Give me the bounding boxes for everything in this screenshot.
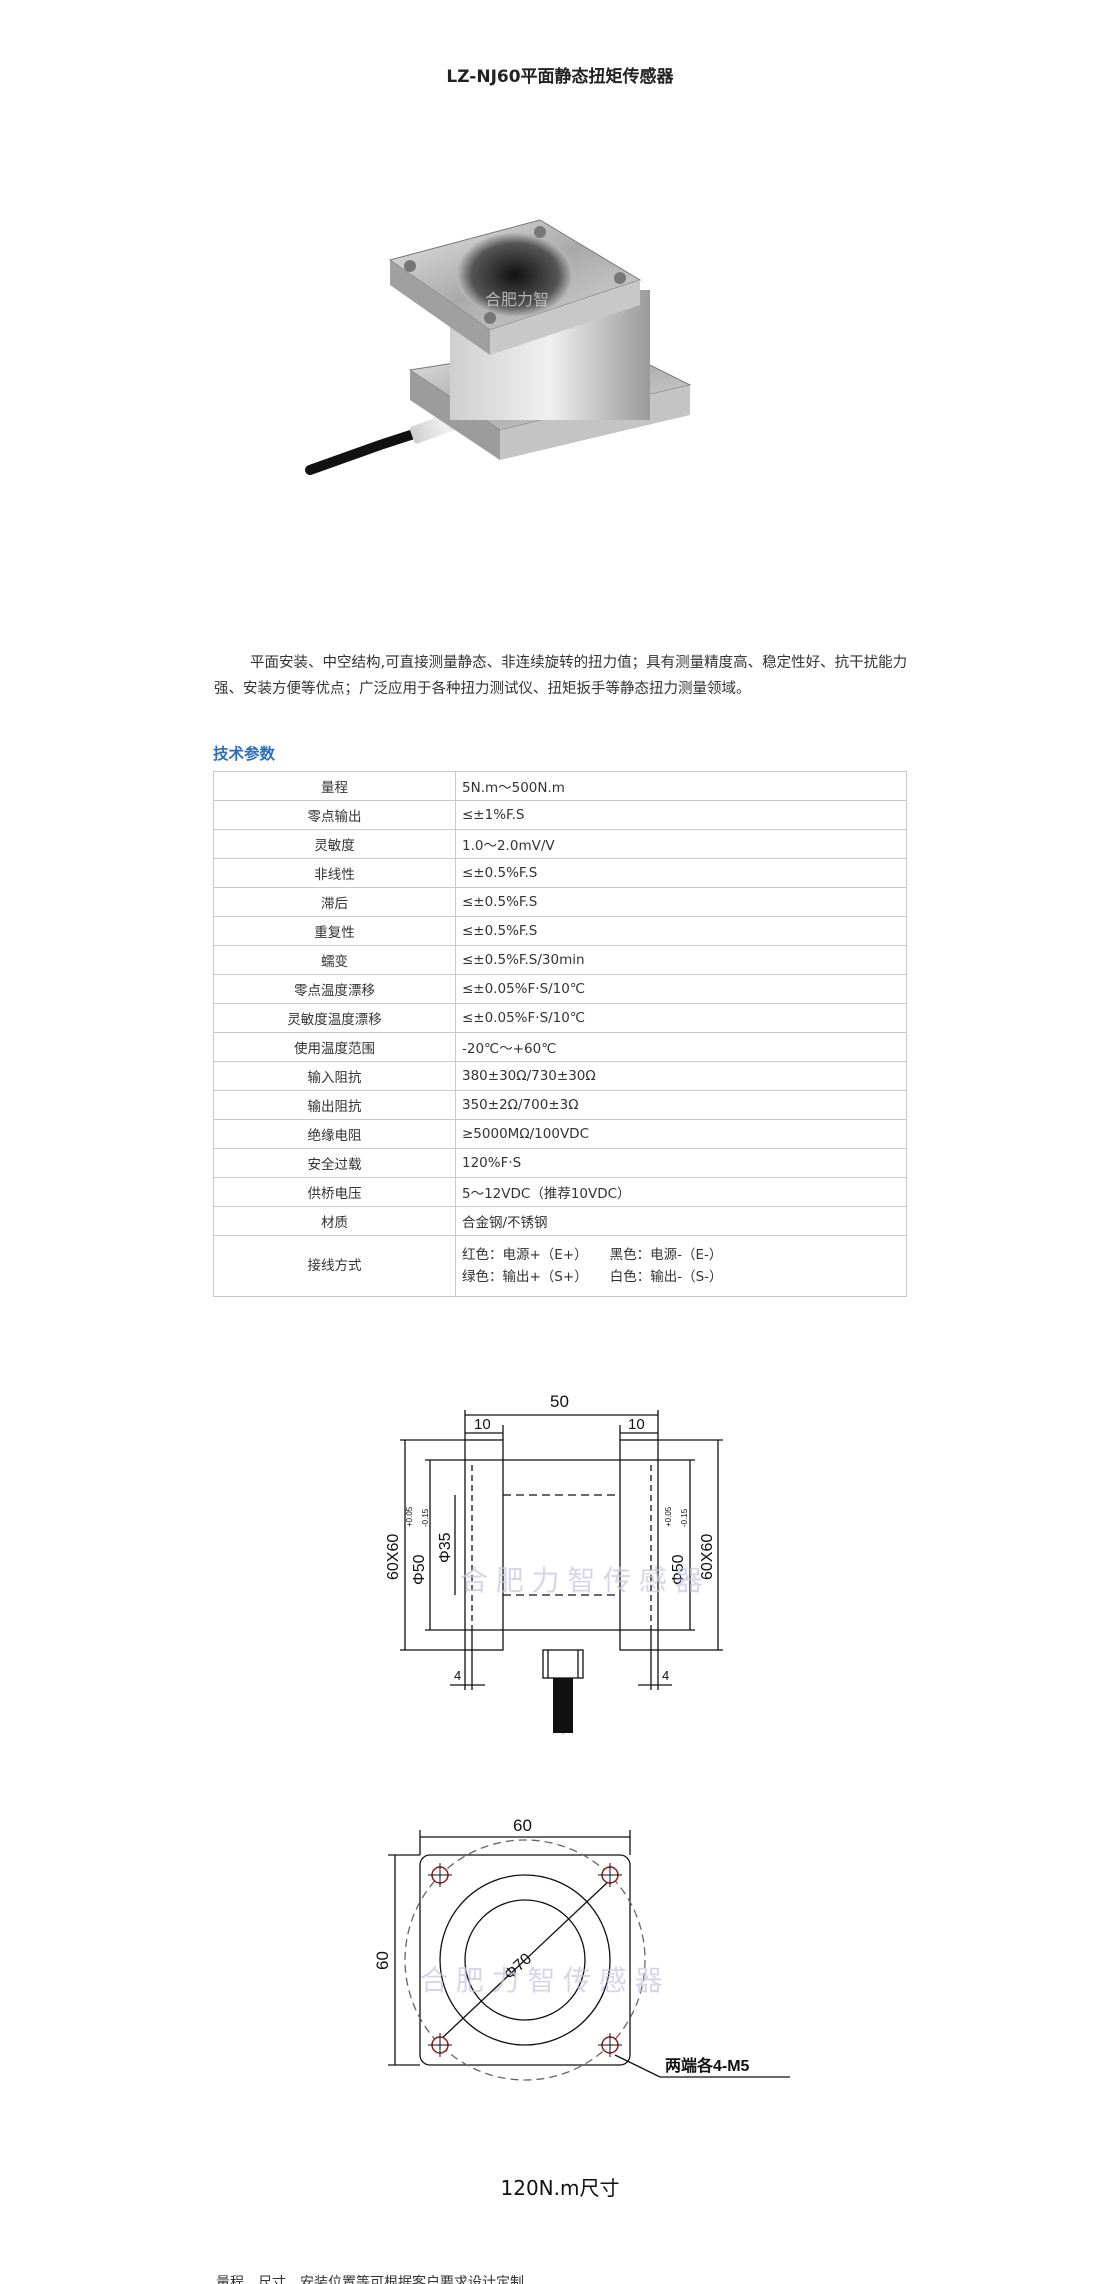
spec-key: 绝缘电阻 (213, 1119, 456, 1149)
spec-value: 5～12VDC（推荐10VDC） (455, 1177, 907, 1207)
spec-key: 材质 (213, 1206, 456, 1236)
spec-key: 重复性 (213, 916, 456, 946)
section-heading: 技术参数 (213, 745, 276, 763)
tol-minus-left: -0.15 (421, 1508, 430, 1527)
spec-value: ≤±1%F.S (455, 800, 907, 830)
spec-value: 合金钢/不锈钢 (455, 1206, 907, 1236)
table-row: 使用温度范围-20℃～+60℃ (213, 1032, 907, 1062)
spec-value: 1.0～2.0mV/V (455, 829, 907, 859)
spec-value: ≤±0.5%F.S (455, 858, 907, 888)
spec-key: 量程 (213, 771, 456, 801)
holes-note: 两端各4-M5 (665, 2056, 750, 2075)
dim-top-width: 60 (513, 1816, 532, 1835)
spec-value: ≤±0.5%F.S/30min (455, 945, 907, 975)
wire-white: 白色：输出-（S-） (609, 1269, 723, 1285)
table-row: 灵敏度温度漂移≤±0.05%F·S/10℃ (213, 1003, 907, 1033)
wire-red: 红色：电源+（E+） (462, 1247, 588, 1263)
spec-key: 使用温度范围 (213, 1032, 456, 1062)
dim-bottom-right: 4 (662, 1668, 669, 1683)
drawing-caption: 120N.m尺寸 (500, 2176, 620, 2200)
drawing-watermark: 合 肥 力 智 传 感 器 (460, 1565, 703, 1596)
spec-key: 灵敏度 (213, 829, 456, 859)
spec-key: 供桥电压 (213, 1177, 456, 1207)
spec-key: 滞后 (213, 887, 456, 917)
spec-key: 输入阻抗 (213, 1061, 456, 1091)
table-row: 零点温度漂移≤±0.05%F·S/10℃ (213, 974, 907, 1004)
spec-value: 120%F·S (455, 1148, 907, 1178)
dim-outer-right: 60X60 (699, 1534, 716, 1580)
spec-key: 蠕变 (213, 945, 456, 975)
page-title: LZ-NJ60平面静态扭矩传感器 (446, 67, 674, 87)
top-view-drawing: 60 60 Φ70 两端各4-M5 合 肥 力 智 传 感 器 (373, 1816, 790, 2081)
spec-value: 350±2Ω/700±3Ω (455, 1090, 907, 1120)
table-row: 接线方式 红色：电源+（E+） 黑色：电源-（E-） 绿色：输出+（S+） 白色：输… (213, 1235, 907, 1297)
tol-plus-right: +0.05 (664, 1506, 673, 1527)
dim-overall-length: 50 (550, 1392, 569, 1411)
dim-right-flange: 10 (628, 1416, 645, 1433)
spec-value: ≤±0.5%F.S (455, 916, 907, 946)
photo-watermark: 合肥力智 (485, 291, 549, 309)
spec-value: ≥5000MΩ/100VDC (455, 1119, 907, 1149)
dim-bottom-left: 4 (454, 1668, 461, 1683)
side-view-drawing: 50 10 10 60X60 Φ50 +0.05 -0.15 Φ35 Φ50 +… (385, 1392, 723, 1735)
product-photo: 合肥力智 (305, 219, 692, 475)
dim-bore: Φ35 (437, 1532, 454, 1563)
spec-value: 红色：电源+（E+） 黑色：电源-（E-） 绿色：输出+（S+） 白色：输出-（S-… (455, 1235, 907, 1297)
tol-plus-left: +0.05 (405, 1506, 414, 1527)
dim-phi50-right: Φ50 (670, 1554, 687, 1585)
spec-key: 非线性 (213, 858, 456, 888)
table-row: 重复性≤±0.5%F.S (213, 916, 907, 946)
spec-value: 380±30Ω/730±30Ω (455, 1061, 907, 1091)
spec-key: 安全过载 (213, 1148, 456, 1178)
dim-phi50-left: Φ50 (411, 1554, 428, 1585)
wire-black: 黑色：电源-（E-） (609, 1247, 723, 1263)
spec-key: 输出阻抗 (213, 1090, 456, 1120)
spec-key: 接线方式 (213, 1235, 456, 1297)
tol-minus-right: -0.15 (680, 1508, 689, 1527)
dim-left-flange: 10 (474, 1416, 491, 1433)
wire-green: 绿色：输出+（S+） (462, 1269, 588, 1285)
table-row: 滞后≤±0.5%F.S (213, 887, 907, 917)
spec-value: 5N.m～500N.m (455, 771, 907, 801)
spec-key: 零点温度漂移 (213, 974, 456, 1004)
table-row: 蠕变≤±0.5%F.S/30min (213, 945, 907, 975)
spec-value: -20℃～+60℃ (455, 1032, 907, 1062)
spec-value: ≤±0.05%F·S/10℃ (455, 974, 907, 1004)
dim-outer-left: 60X60 (385, 1534, 402, 1580)
dim-top-height: 60 (373, 1951, 392, 1970)
footer-note: 量程、尺寸、安装位置等可根据客户要求设计定制 (216, 2275, 524, 2284)
spec-key: 零点输出 (213, 800, 456, 830)
spec-value: ≤±0.5%F.S (455, 887, 907, 917)
product-description: 平面安装、中空结构,可直接测量静态、非连续旋转的扭力值；具有测量精度高、稳定性好… (214, 655, 908, 697)
drawing-watermark: 合 肥 力 智 传 感 器 (420, 1965, 663, 1996)
table-row: 绝缘电阻≥5000MΩ/100VDC (213, 1119, 907, 1149)
table-row: 零点输出≤±1%F.S (213, 800, 907, 830)
table-row: 材质合金钢/不锈钢 (213, 1206, 907, 1236)
table-row: 非线性≤±0.5%F.S (213, 858, 907, 888)
spec-value: ≤±0.05%F·S/10℃ (455, 1003, 907, 1033)
spec-key: 灵敏度温度漂移 (213, 1003, 456, 1033)
